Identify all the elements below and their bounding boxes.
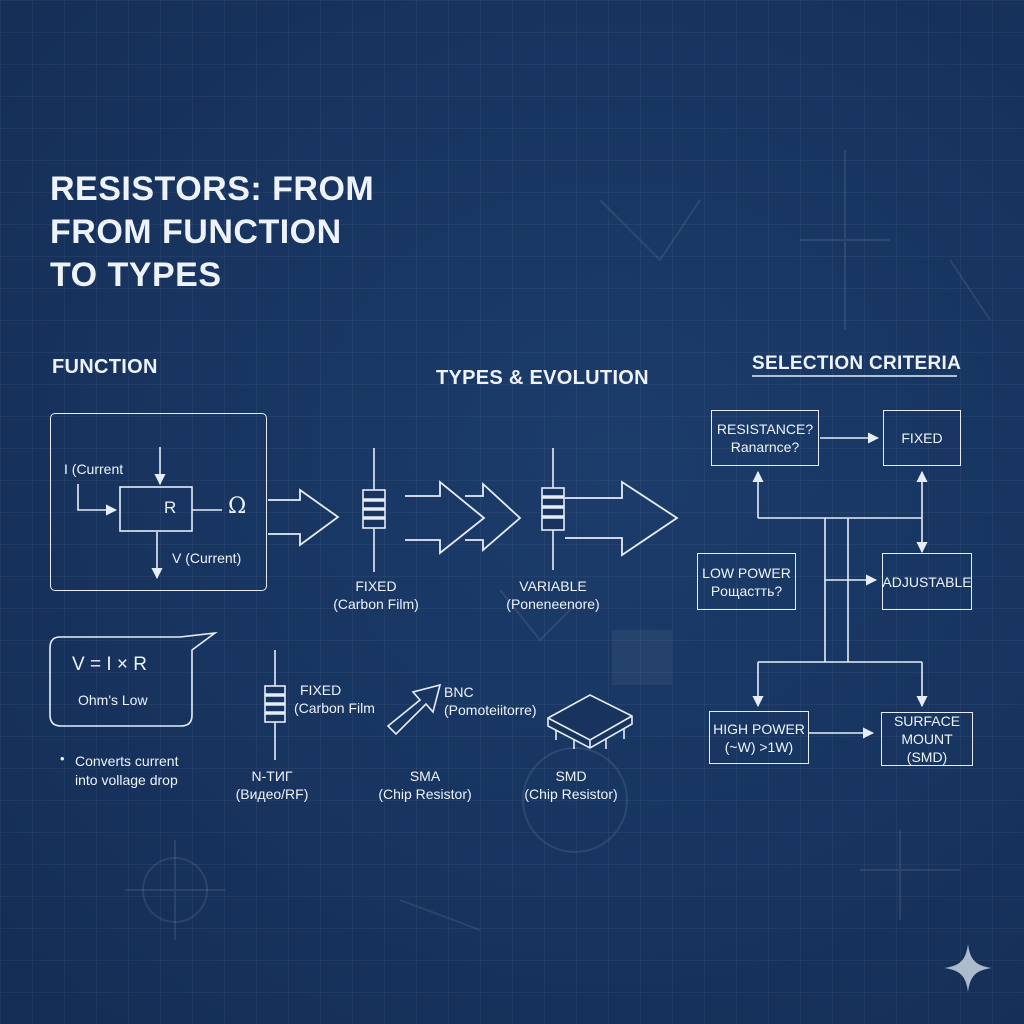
type-variable-name: VARIABLE [519,578,587,594]
function-panel [50,413,267,591]
type-bnc-sub: (Pomoteiitorre) [444,702,537,718]
node-resistance-line-1: RESISTANCE? [716,421,814,437]
type-fixed-name: FIXED [355,578,397,594]
type-sma-sub: (Chip Resistor) [378,786,472,802]
type-variable-label: VARIABLE (Ponenеenore) [493,577,613,613]
voltage-label: V (Current) [172,550,242,566]
ohm-formula: V = I × R [72,654,147,675]
resistor-label: R [164,498,177,517]
node-low-power-line-2: Poщacтть? [710,582,783,599]
selection-heading: SELECTION CRITERIA [752,353,962,374]
function-circuit [77,447,222,580]
diagonal-arrow [386,683,442,736]
node-high-power: HIGH POWER (~W) >1W) [709,711,809,764]
node-adjustable-line-1: ADJUSTABLE [882,573,972,590]
types-heading: TYPES & EVOLUTION [436,367,649,389]
type-fixed-2-name: FIXED [300,682,342,698]
hollow-arrow-4 [565,480,679,557]
title-line-3: TO TYPES [50,256,222,294]
type-variable-sub: (Ponenеenore) [506,596,600,612]
type-smd-label: SMD (Chip Resistor) [516,767,626,803]
type-sma-label: SMA (Chip Resistor) [370,767,480,803]
node-resistance: RESISTANCE? Ranarnce? [711,410,819,466]
ohm-symbol: Ω [228,494,247,519]
node-high-power-line-1: HIGH POWER [713,720,805,737]
node-resistance-line-2: Ranarnce? [730,439,800,455]
node-fixed-line-1: FIXED [901,430,943,446]
ohm-speech-bubble [49,631,218,727]
type-smd-sub: (Chip Resistor) [524,786,618,802]
node-adjustable: ADJUSTABLE [882,553,972,610]
hollow-arrow-2 [405,480,486,555]
node-surface-mount: SURFACE MOUNT (SMD) [881,712,973,766]
node-surface-mount-line-2: MOUNT [901,731,953,747]
node-fixed: FIXED [883,410,961,466]
resistor-fixed-icon [362,448,386,572]
resistor-variable-icon [541,448,565,570]
type-ntig-label: N-TИГ (Bидeo/RF) [222,767,322,803]
resistor-block [119,486,193,532]
page-title: RESISTORS: FROM FROM FUNCTION TO TYPES [50,168,374,297]
sparkle-icon [944,944,992,992]
node-low-power-line-1: LOW POWER [702,564,791,581]
type-fixed-2-sub: (Carbon Film [294,700,375,716]
type-bnc-name: BNC [444,684,474,700]
title-line-1: RESISTORS: FROM [50,170,375,208]
hollow-arrow-3 [465,481,522,552]
node-surface-mount-line-3: (SMD) [906,749,948,765]
bullet-line-1: Converts current [75,753,179,769]
ohm-law-label: Ohm's Low [78,692,148,708]
type-bnc-label: BNC (Pomoteiitorre) [444,683,537,719]
current-in-label: I (Current [64,461,124,477]
node-surface-mount-line-1: SURFACE [893,713,961,729]
resistor-fixed-2-icon [264,650,286,760]
type-ntig-sub: (Bидeo/RF) [235,786,309,802]
smd-chip-icon [547,694,633,749]
type-fixed-label: FIXED (Carbon Film) [326,577,426,613]
background-decoration [125,150,991,940]
selection-connectors [752,432,928,739]
bullet-text: Converts current into vollage drop [75,752,178,790]
node-high-power-line-2: (~W) >1W) [724,738,794,755]
type-smd-name: SMD [555,768,587,784]
node-low-power: LOW POWER Poщacтть? [697,553,796,610]
type-ntig-name: N-TИГ [251,768,293,784]
function-heading: FUNCTION [52,356,158,378]
hollow-arrow-1 [268,488,340,547]
type-fixed-sub: (Carbon Film) [333,596,419,612]
title-line-2: FROM FUNCTION [50,213,342,251]
type-sma-name: SMA [409,768,441,784]
bullet-marker: • [60,751,65,766]
type-fixed-2-label: FIXED (Carbon Film [294,681,375,717]
bullet-line-2: into vollage drop [75,772,178,788]
